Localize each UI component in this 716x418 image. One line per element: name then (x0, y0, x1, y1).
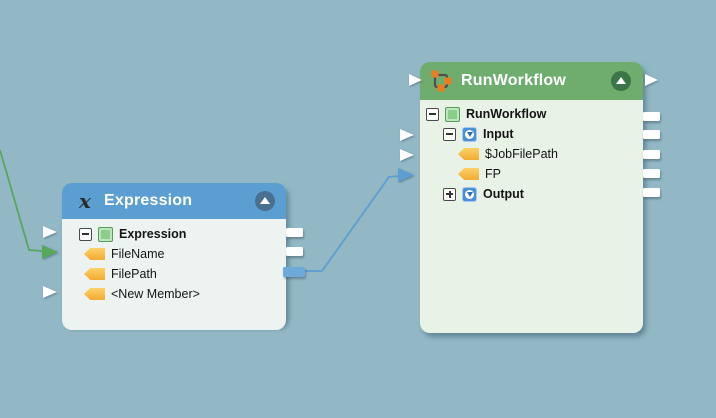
expression-node-title: Expression (104, 192, 193, 209)
tree-item-output-group[interactable]: Output (443, 184, 643, 204)
member-tag-icon (84, 248, 105, 260)
runworkflow-node-title: RunWorkflow (461, 72, 567, 89)
blue-connection-arrowhead[interactable] (398, 168, 414, 182)
input-pin-arrow[interactable] (43, 226, 57, 238)
member-tag-icon (84, 288, 105, 300)
runworkflow-node-body: RunWorkflow Input $JobFilePath FP Output (420, 100, 643, 333)
output-pin[interactable] (643, 112, 660, 121)
collapse-up-arrow-icon (260, 197, 270, 204)
tree-item-label: Expression (119, 227, 187, 241)
expression-collapse-button[interactable] (255, 191, 275, 211)
input-pin-arrow[interactable] (400, 129, 414, 141)
green-connection-arrowhead[interactable] (42, 245, 58, 259)
output-pin[interactable] (643, 188, 660, 197)
input-pin-arrow[interactable] (400, 149, 414, 161)
tree-item-filepath[interactable]: FilePath (84, 264, 286, 284)
header-output-arrow[interactable] (645, 74, 658, 86)
tree-item-label: Input (483, 127, 514, 141)
tree-item-input-group[interactable]: Input (443, 124, 643, 144)
blue-connection-wire[interactable] (304, 175, 400, 272)
tree-item-expression-root[interactable]: Expression (79, 224, 286, 244)
runworkflow-collapse-button[interactable] (611, 71, 631, 91)
tree-item-label: Output (483, 187, 524, 201)
tree-item-label: FileName (111, 247, 165, 261)
output-pin[interactable] (643, 169, 660, 178)
output-pin[interactable] (286, 247, 303, 256)
expression-node-header[interactable]: x Expression (62, 183, 286, 219)
expression-function-icon: x (79, 189, 91, 213)
runworkflow-node[interactable]: RunWorkflow RunWorkflow Input $JobFilePa… (398, 62, 660, 333)
expression-node[interactable]: x Expression Expression FileName FilePat… (42, 183, 305, 330)
tree-item-label: FilePath (111, 267, 157, 281)
output-pin[interactable] (643, 150, 660, 159)
collapse-minus-icon[interactable] (443, 127, 456, 141)
tree-item-label: <New Member> (111, 287, 200, 301)
tree-item-runworkflow-root[interactable]: RunWorkflow (426, 104, 643, 124)
tree-item-filename[interactable]: FileName (84, 244, 286, 264)
expand-plus-icon[interactable] (443, 187, 456, 201)
collapse-minus-icon[interactable] (426, 107, 439, 121)
header-input-arrow[interactable] (409, 74, 422, 86)
tree-item-label: FP (485, 167, 501, 181)
tree-item-fp[interactable]: FP (458, 164, 643, 184)
expression-type-icon (98, 226, 113, 242)
output-pin-connected[interactable] (283, 267, 305, 277)
runworkflow-icon (431, 70, 452, 92)
green-connection-wire[interactable] (0, 149, 44, 252)
member-tag-icon (84, 268, 105, 280)
runworkflow-type-icon (445, 106, 460, 122)
collapse-up-arrow-icon (616, 77, 626, 84)
runworkflow-node-header[interactable]: RunWorkflow (420, 62, 643, 100)
expression-node-body: Expression FileName FilePath <New Member… (62, 219, 286, 330)
input-group-icon (462, 126, 477, 142)
collapse-minus-icon[interactable] (79, 227, 92, 241)
tree-item-label: $JobFilePath (485, 147, 558, 161)
output-pin[interactable] (286, 228, 303, 237)
tree-item-new-member[interactable]: <New Member> (84, 284, 286, 304)
output-group-icon (462, 186, 477, 202)
output-pin[interactable] (643, 130, 660, 139)
input-pin-arrow[interactable] (43, 286, 57, 298)
tree-item-jobfilepath[interactable]: $JobFilePath (458, 144, 643, 164)
member-tag-icon (458, 168, 479, 180)
tree-item-label: RunWorkflow (466, 107, 547, 121)
member-tag-icon (458, 148, 479, 160)
